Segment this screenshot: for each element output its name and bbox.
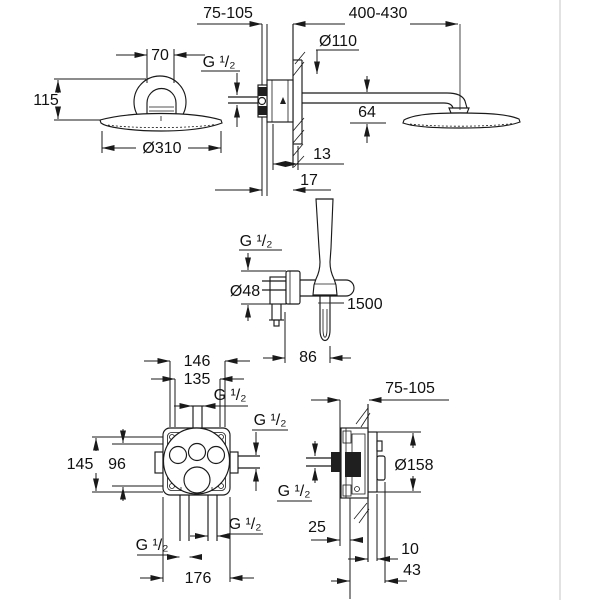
dim-handle-depth: 43 [403,562,421,579]
dim-height-inner: 96 [108,456,126,473]
diverter-button [376,440,383,452]
mixer-front-view: 146 135 G ¹/₂ 145 96 G ¹/₂ G ¹/₂ G ¹/₂ [67,353,288,587]
arm-elbow [446,92,468,109]
wall-hatching [353,407,371,524]
wall-hatching [292,51,306,168]
dim-width-inner: 135 [184,371,211,388]
flow-arrow-icon [280,97,286,104]
dim-box-width: 176 [185,570,212,587]
wall-union [285,270,301,305]
dim-thread-right: G ¹/₂ [254,412,287,429]
handle-profile [376,455,386,481]
headshower-front-view: 70 115 Ø310 [33,47,223,157]
union-box [266,79,294,123]
spray-face [107,124,216,128]
dim-install-depth: 75-105 [385,380,435,397]
dim-thread-bottom-left: G ¹/₂ [136,537,169,554]
dim-install-depth: 75-105 [203,5,253,22]
dim-thread-top: G ¹/₂ [203,54,236,71]
dim-box-offset: 25 [308,519,326,536]
valve-core [345,452,361,477]
dim-holder-offset: 86 [299,349,317,366]
knurl-texture [137,75,183,89]
dim-hand-thread: G ¹/₂ [240,233,273,250]
head-disc [99,112,223,132]
handshower-view: G ¹/₂ Ø48 1500 86 [230,198,383,366]
mount-arch [146,88,177,104]
headshower-side-view: 75-105 400-430 Ø110 G ¹/₂ 64 13 17 [197,5,521,196]
dim-height-outer: 145 [67,456,94,473]
shower-hose [319,309,331,342]
head-disc-profile [402,112,521,129]
dim-trim-diameter: Ø158 [394,457,433,474]
dim-hose-length: 1500 [347,296,383,313]
dim-hand-escutcheon: Ø48 [230,283,260,300]
dim-arm-reach: 400-430 [349,5,408,22]
valve-cartridge [183,466,211,494]
dim-plate-depth: 13 [313,146,331,163]
dim-thread: G ¹/₂ [278,483,311,500]
hand-shower-stick [312,198,338,296]
dim-trim-depth: 10 [401,541,419,558]
dim-head-drop: 64 [358,104,376,121]
dim-grip-width: 70 [151,47,169,64]
dim-head-height: 115 [33,92,59,109]
dim-width-outer: 146 [184,353,211,370]
valve-port-left [168,445,188,465]
dim-escutcheon: Ø110 [319,33,357,50]
dim-head-diameter: Ø310 [142,140,181,157]
valve-port-center [187,442,207,462]
mixer-side-view: 75-105 Ø158 G ¹/₂ 25 10 43 [277,380,449,599]
dim-thread-top: G ¹/₂ [214,387,247,404]
valve-port-right [206,445,226,465]
dim-box-depth: 17 [300,172,318,189]
dim-thread-bottom-right: G ¹/₂ [229,516,262,533]
